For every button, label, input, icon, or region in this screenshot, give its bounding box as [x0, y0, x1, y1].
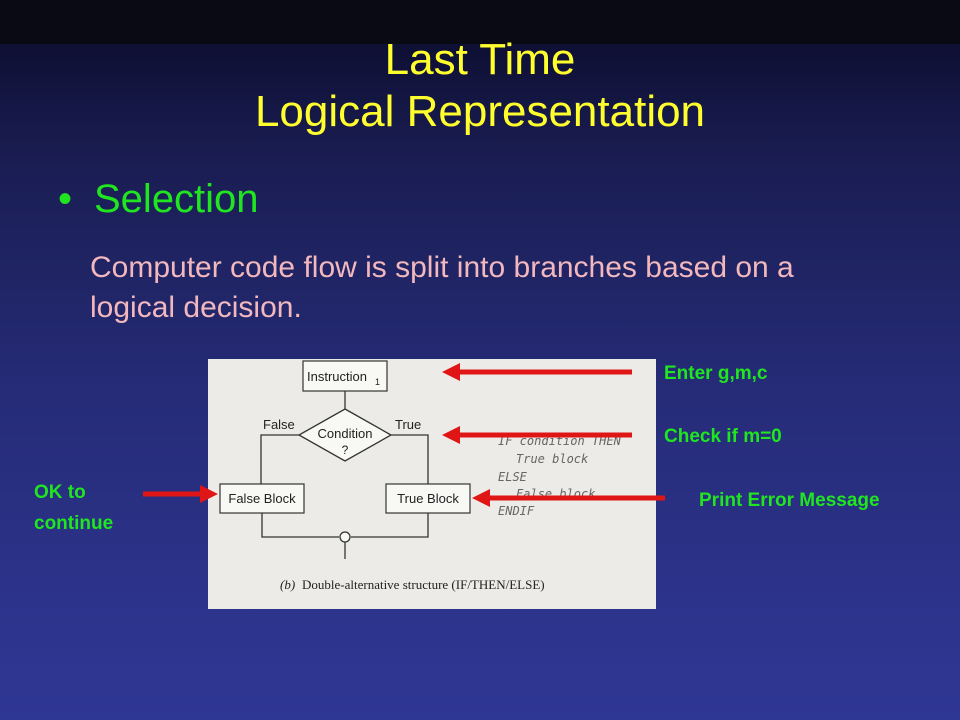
annotation-ok-line-1: OK to — [34, 482, 86, 503]
pseudocode-line-4: False block — [516, 487, 596, 501]
annotation-enter: Enter g,m,c — [664, 363, 768, 384]
pseudocode-line-3: ELSE — [498, 470, 528, 484]
title-line-1: Last Time — [384, 35, 576, 84]
pseudocode-line-5: ENDIF — [498, 504, 535, 518]
merge-point — [339, 531, 351, 543]
bullet-text: Selection — [94, 177, 259, 221]
true-branch-line — [391, 434, 429, 484]
flowchart-image: Instruction 1 Condition ? False True Fal… — [208, 359, 656, 609]
instruction-subscript: 1 — [375, 377, 380, 387]
annotation-print-error: Print Error Message — [699, 490, 880, 511]
true-label: True — [395, 417, 421, 432]
slide-title: Last Time Logical Representation — [0, 34, 960, 138]
caption-prefix: (b) — [280, 577, 295, 592]
pseudocode-line-1: IF condition THEN — [498, 434, 622, 448]
bullet-dot-icon: • — [58, 177, 73, 221]
false-label: False — [263, 417, 295, 432]
description-text: Computer code flow is split into branche… — [90, 251, 794, 324]
false-block-box — [219, 483, 305, 514]
false-branch-line — [260, 434, 299, 484]
condition-diamond — [297, 408, 393, 462]
pseudocode-line-2: True block — [516, 452, 589, 466]
instruction-box — [302, 360, 388, 392]
condition-label: Condition — [318, 426, 373, 441]
caption-text: Double-alternative structure (IF/THEN/EL… — [302, 577, 545, 592]
top-bar — [0, 0, 960, 44]
true-block-label: True Block — [397, 491, 459, 506]
instruction-label: Instruction — [307, 369, 367, 384]
title-line-2: Logical Representation — [254, 87, 706, 136]
flowchart-diagram: Instruction 1 Condition ? False True Fal… — [219, 360, 622, 592]
bullet-item: • Selection — [58, 176, 259, 222]
annotation-check: Check if m=0 — [664, 426, 782, 447]
true-block-box — [385, 483, 471, 514]
merge-line-right — [351, 513, 429, 538]
false-block-label: False Block — [228, 491, 296, 506]
annotation-ok-line-2: continue — [34, 513, 114, 534]
merge-line-left — [261, 513, 339, 538]
condition-question: ? — [342, 443, 349, 457]
